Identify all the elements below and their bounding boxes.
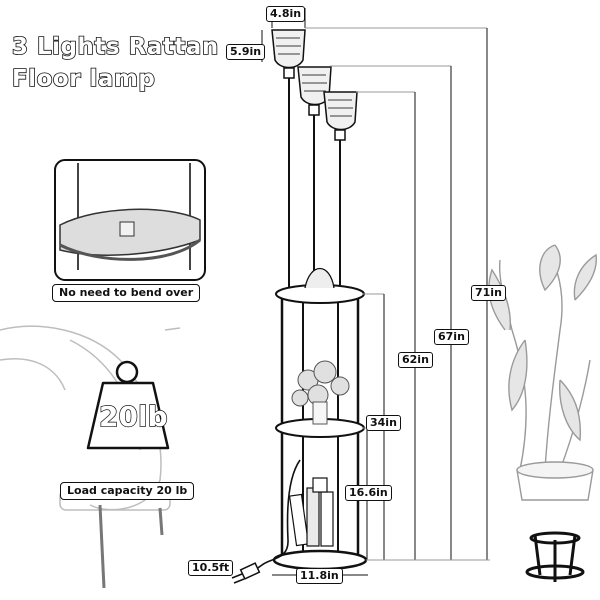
dimension-base-width: 11.8in xyxy=(296,568,343,584)
dimension-lower-shelf: 16.6in xyxy=(345,485,392,501)
caption-no-bend: No need to bend over xyxy=(52,284,201,302)
power-cord xyxy=(251,459,301,573)
dimension-shade-width: 4.8in xyxy=(266,6,306,22)
dimension-shade-height: 5.9in xyxy=(226,44,266,60)
base xyxy=(272,549,368,571)
weight-icon xyxy=(86,360,170,450)
dimension-height-67: 67in xyxy=(434,329,469,345)
armchair-sketch xyxy=(0,325,181,589)
floor-lamp xyxy=(231,29,368,584)
inset-shelf-closeup xyxy=(54,159,206,281)
lamp-shade-1 xyxy=(271,29,306,79)
potted-plant-sketch xyxy=(488,244,597,582)
dimension-height-62: 62in xyxy=(398,352,433,368)
dimension-cord-length: 10.5ft xyxy=(188,560,234,576)
lamp-shade-3 xyxy=(323,91,358,141)
dimension-total-height: 71in xyxy=(471,285,506,301)
product-title-line2: Floor lamp xyxy=(11,65,156,93)
caption-load-capacity: Load capacity 20 lb xyxy=(60,482,195,500)
books xyxy=(288,477,334,547)
product-title-line1: 3 Lights Rattan xyxy=(11,33,219,61)
weight-label: 20lb xyxy=(98,399,168,433)
dimension-upper-shelf: 34in xyxy=(366,415,401,431)
flower-vase xyxy=(291,360,350,425)
